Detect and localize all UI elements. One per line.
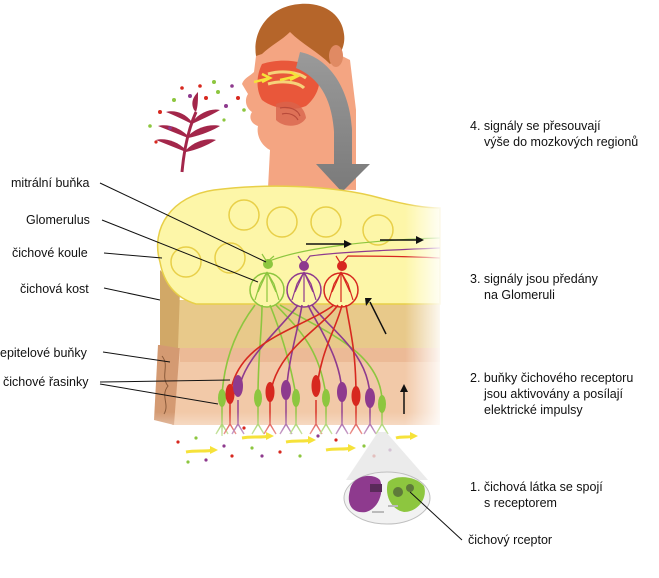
scent-particles-top [148, 80, 246, 144]
zoom-cone [346, 432, 428, 480]
label-glomerulus: Glomerulus [26, 213, 90, 227]
process-arrows [306, 236, 424, 414]
label-olfactory-bone: čichová kost [20, 282, 89, 296]
label-olfactory-receptor: čichový rceptor [468, 533, 553, 547]
step-1-line-1: 1. čichová látka se spojí [470, 480, 603, 494]
label-olfactory-cilia: čichové řasinky [3, 375, 89, 389]
step-2-line-3: elektrické impulsy [484, 403, 583, 417]
step-3-line-1: 3. signály jsou předány [470, 272, 598, 286]
step-3-text: 3. signály jsou předány na Glomeruli [470, 271, 598, 303]
hair-icon [255, 3, 345, 64]
step-2-line-1: 2. buňky čichového receptoru [470, 371, 634, 385]
scent-particles-bottom [176, 426, 418, 464]
step-4-line-2: výše do mozkových regionů [484, 135, 639, 149]
step-1-line-2: s receptorem [484, 496, 557, 510]
olfactory-bulb [156, 185, 441, 305]
step-3-line-2: na Glomeruli [484, 288, 555, 302]
receptor-closeup [343, 471, 431, 525]
step-1-text: 1. čichová látka se spojí s receptorem [470, 479, 603, 511]
signal-to-brain-arrow [296, 52, 370, 192]
glomeruli [249, 271, 359, 308]
label-mitral-cell: mitrální buňka [11, 176, 90, 190]
ear-icon [329, 45, 343, 67]
head-illustration [242, 3, 356, 190]
step-4-text: 4. signály se přesouvají výše do mozkový… [470, 118, 638, 150]
plant-icon [156, 92, 220, 173]
label-epithelial-cells: epitelové buňky [0, 346, 87, 360]
step-4-line-1: 4. signály se přesouvají [470, 119, 601, 133]
leader-lines [99, 182, 463, 541]
label-olfactory-bulb: čichové koule [12, 246, 88, 260]
step-2-line-2: jsou aktivovány a posílají [484, 387, 623, 401]
step-2-text: 2. buňky čichového receptoru jsou aktivo… [470, 370, 633, 418]
